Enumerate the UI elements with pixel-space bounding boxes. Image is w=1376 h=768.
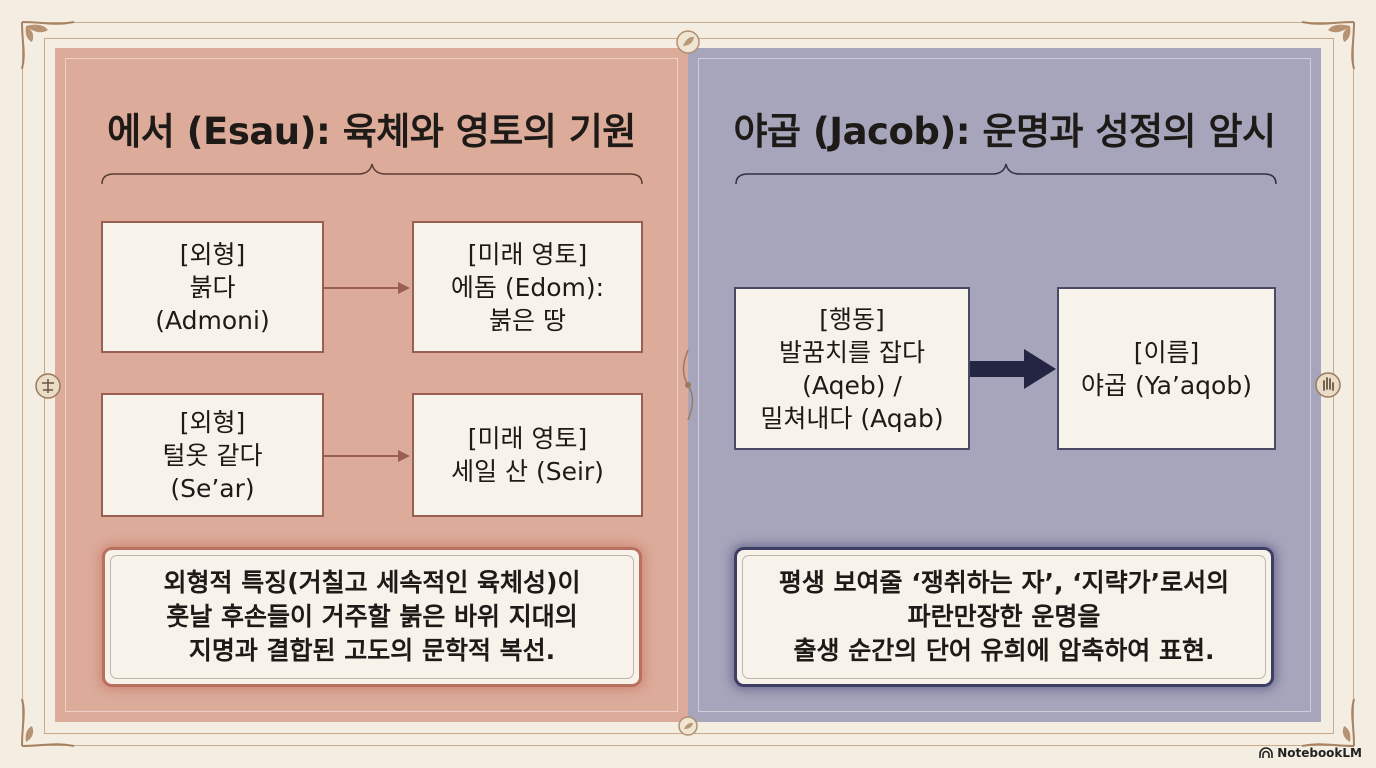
- box-label: [미래 영토]: [467, 239, 588, 269]
- hand-emblem-icon: [1315, 372, 1341, 398]
- box-label: [외형]: [179, 239, 246, 269]
- corner-ornament-top-left-icon: [21, 21, 75, 70]
- box-text: 밀쳐내다 (Aqab): [760, 403, 944, 433]
- appearance-box-hairy: [외형] 털옷 같다 (Se’ar): [101, 393, 324, 517]
- esau-title-brace: [101, 163, 643, 185]
- box-label: [외형]: [179, 407, 246, 437]
- box-label: [행동]: [819, 304, 885, 334]
- box-text: 붉은 땅: [489, 305, 566, 335]
- corner-ornament-top-right-icon: [1301, 21, 1355, 70]
- center-bottom-emblem-icon: [678, 716, 698, 736]
- esau-summary-note: 외형적 특징(거칠고 세속적인 육체성)이 훗날 후손들이 거주할 붉은 바위 …: [102, 547, 642, 687]
- jacob-summary-note: 평생 보여줄 ‘쟁취하는 자’, ‘지략가’로서의 파란만장한 운명을 출생 순…: [734, 547, 1274, 687]
- box-text: 세일 산 (Seir): [451, 457, 604, 486]
- territory-box-seir: [미래 영토] 세일 산 (Seir): [412, 393, 643, 517]
- notebooklm-logo-icon: [1259, 747, 1273, 758]
- corner-ornament-bottom-left-icon: [21, 698, 75, 747]
- appearance-box-red: [외형] 붉다 (Admoni): [101, 221, 324, 353]
- outer-frame: [22, 22, 1354, 746]
- center-leaf-emblem-icon: [676, 30, 700, 54]
- note-line: 출생 순간의 단어 유희에 압축하여 표현.: [793, 636, 1215, 665]
- box-text: 에돔 (Edom):: [450, 272, 605, 302]
- note-line: 지명과 결합된 고도의 문학적 복선.: [188, 636, 556, 665]
- box-text: 발꿈치를 잡다: [779, 337, 925, 367]
- note-line: 평생 보여줄 ‘쟁취하는 자’, ‘지략가’로서의: [778, 568, 1230, 597]
- bold-arrow-right-icon: [970, 349, 1056, 389]
- box-text: (Admoni): [155, 305, 270, 335]
- note-line: 훗날 후손들이 거주할 붉은 바위 지대의: [166, 602, 578, 631]
- box-label: [이름]: [1133, 337, 1200, 367]
- brand-label: NotebookLM: [1277, 746, 1362, 760]
- box-text: 붉다: [189, 272, 236, 302]
- box-text: (Se’ar): [170, 473, 255, 503]
- notebooklm-watermark: NotebookLM: [1259, 746, 1362, 760]
- box-label: [미래 영토]: [467, 424, 588, 453]
- jacob-title: 야곱 (Jacob): 운명과 성정의 암시: [733, 110, 1276, 153]
- center-divider-ornament-icon: [682, 350, 694, 420]
- scales-emblem-icon: [35, 373, 61, 399]
- note-line: 파란만장한 운명을: [907, 602, 1101, 631]
- jacob-title-brace: [735, 163, 1277, 185]
- name-box: [이름] 야곱 (Ya’aqob): [1057, 287, 1276, 450]
- arrow-right-icon: [324, 282, 410, 294]
- arrow-right-icon: [324, 450, 410, 462]
- note-line: 외형적 특징(거칠고 세속적인 육체성)이: [163, 568, 581, 597]
- esau-title: 에서 (Esau): 육체와 영토의 기원: [107, 110, 636, 153]
- corner-ornament-bottom-right-icon: [1301, 698, 1355, 747]
- action-box: [행동] 발꿈치를 잡다 (Aqeb) / 밀쳐내다 (Aqab): [734, 287, 970, 450]
- box-text: 야곱 (Ya’aqob): [1081, 370, 1252, 400]
- territory-box-edom: [미래 영토] 에돔 (Edom): 붉은 땅: [412, 221, 643, 353]
- box-text: 털옷 같다: [162, 440, 263, 470]
- box-text: (Aqeb) /: [802, 370, 902, 400]
